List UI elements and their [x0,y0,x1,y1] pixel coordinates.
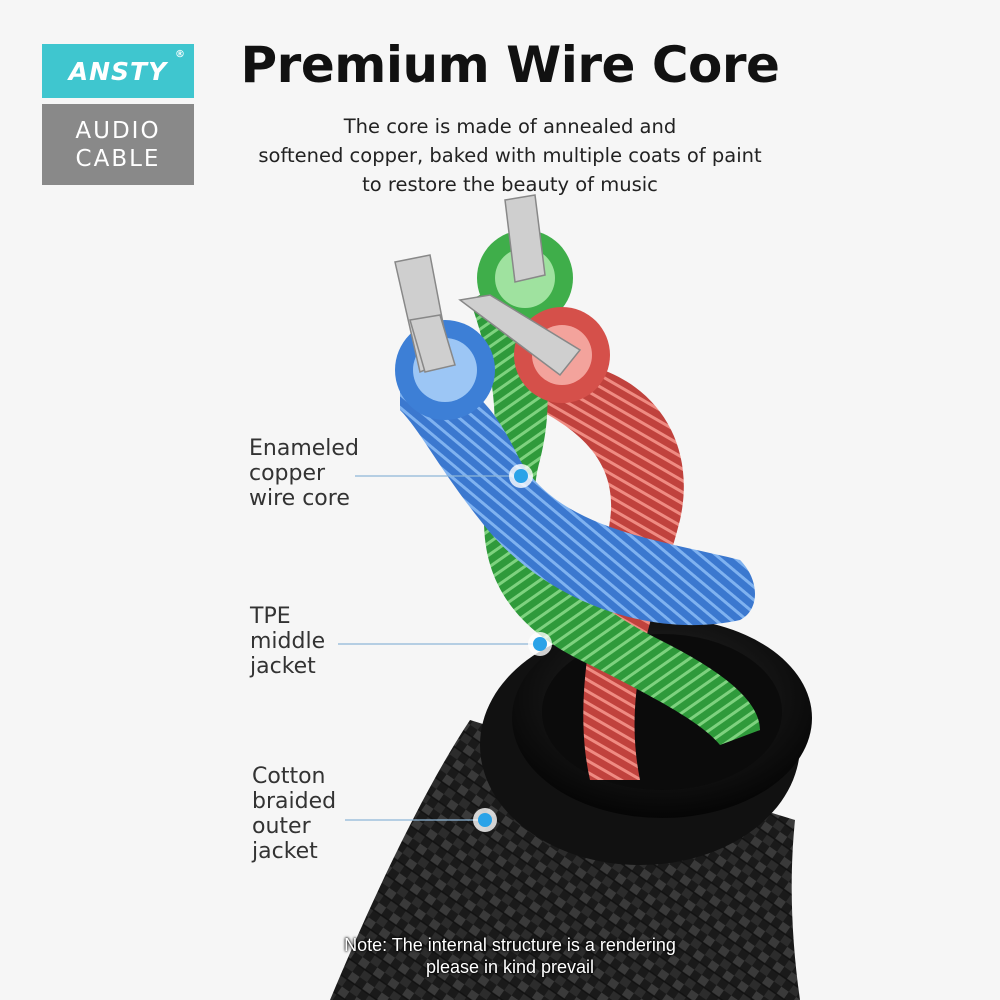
callout-dots [473,464,552,832]
registered-mark: ® [175,49,186,60]
product-line-2: CABLE [75,145,161,172]
brand-logo-text: ANSTY [68,56,168,86]
callout-middle-jacket-label: TPE middle jacket [250,604,326,679]
product-line-badge: AUDIO CABLE [42,104,194,185]
subtitle-line-2: softened copper, baked with multiple coa… [258,144,762,167]
red-wire [520,360,684,780]
callout-outer-jacket-label: Cotton braided outer jacket [252,764,337,864]
blue-wire [400,376,755,626]
rendering-note: Note: The internal structure is a render… [300,934,720,978]
page-subtitle: The core is made of annealed and softene… [200,112,820,199]
page-title: Premium Wire Core [240,36,780,94]
callout-leaders [338,475,538,821]
brand-logo: ANSTY ® [42,44,194,98]
subtitle-line-1: The core is made of annealed and [343,115,677,138]
green-wire [470,290,760,745]
callout-wire-core-label: Enameled copper wire core [249,436,359,511]
copper-strands [394,194,582,377]
product-line-1: AUDIO [75,117,161,144]
subtitle-line-3: to restore the beauty of music [362,173,658,196]
note-line-1: Note: The internal structure is a render… [344,935,676,955]
note-line-2: please in kind prevail [425,957,595,977]
